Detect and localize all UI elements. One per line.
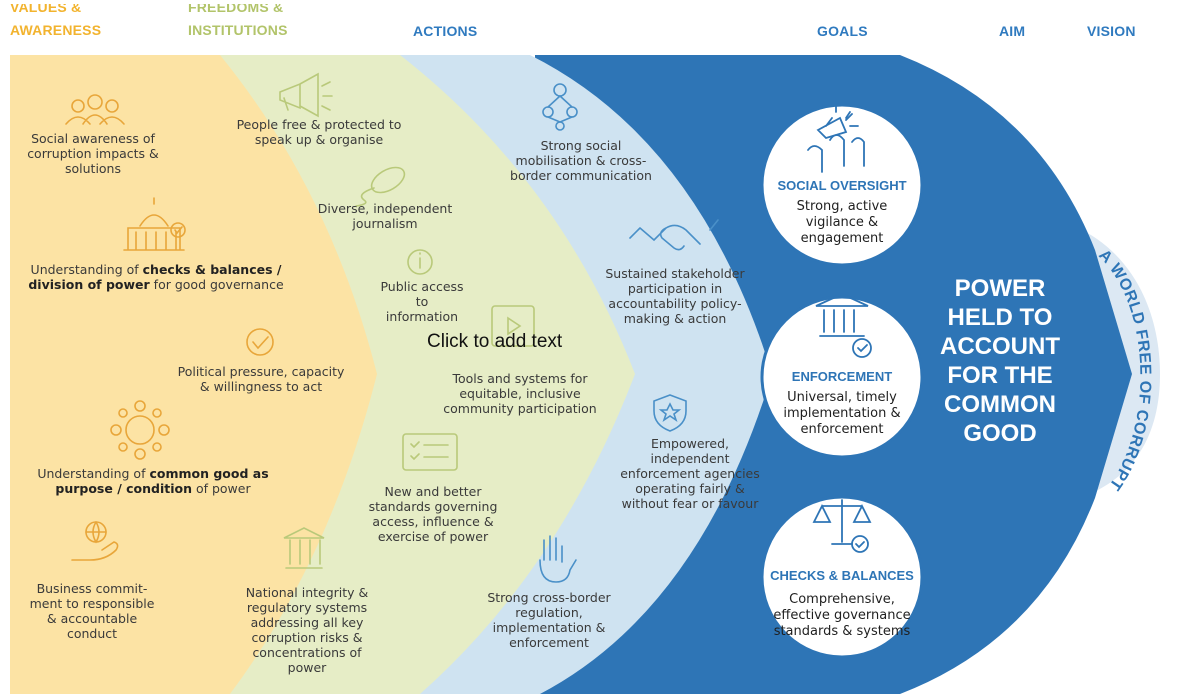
header-values-line2: AWARENESS [10, 22, 102, 38]
values-item-checks-post: for good governance [149, 277, 284, 292]
values-item-social-awareness: Social awareness of corruption impacts &… [27, 131, 159, 176]
courthouse-check-icon [815, 293, 872, 358]
values-item-checks-balances: Understanding of checks & balances / div… [22, 262, 290, 292]
header-goals: GOALS [817, 23, 868, 39]
values-band [10, 55, 377, 694]
document-list-icon [402, 433, 458, 471]
goal-text-social-oversight: Strong, active vigilance & engagement [796, 199, 888, 246]
freedoms-item-speak-up: People free & protected to speak up & or… [236, 117, 402, 147]
capitol-building-icon [123, 197, 186, 251]
goal-title-checks-balances: CHECKS & BALANCES [770, 568, 914, 583]
header-aim: AIM [999, 23, 1026, 39]
protest-fists-icon [807, 105, 865, 173]
values-item-common-post: of power [191, 481, 251, 496]
temple-icon [283, 527, 325, 569]
info-icon [407, 249, 433, 275]
freedoms-item-public-access: Public access to information [380, 279, 464, 324]
freedoms-item-national-integrity: National integrity & regulatory systems … [245, 585, 369, 675]
freedoms-item-journalism: Diverse, independent journalism [317, 201, 453, 231]
goal-circle-enforcement [760, 295, 924, 459]
actions-item-cross-border: Strong cross-border regulation, implemen… [487, 590, 611, 650]
aim-text: POWER HELD TO ACCOUNT FOR THE COMMON GOO… [940, 275, 1060, 447]
actions-item-mobilisation: Strong social mobilisation & cross-borde… [510, 138, 652, 183]
header-actions: ACTIONS [413, 23, 478, 39]
microphone-icon [355, 166, 406, 207]
actions-item-stakeholder: Sustained stakeholder participation in a… [605, 266, 745, 326]
goal-text-enforcement: Universal, timely implementation & enfor… [783, 390, 901, 437]
shield-star-icon [653, 394, 687, 432]
goal-circle-checks-balances [760, 495, 924, 659]
values-item-political-pressure: Political pressure, capacity & willingne… [177, 364, 345, 394]
add-text-placeholder[interactable]: Click to add text [427, 331, 563, 352]
goal-title-enforcement: ENFORCEMENT [791, 369, 893, 384]
freedoms-item-tools-systems: Tools and systems for equitable, inclusi… [443, 371, 597, 416]
values-item-common-bold: common good as purpose / condition [55, 466, 269, 496]
values-item-common-good: Understanding of common good as purpose … [36, 466, 270, 496]
hand-globe-icon [71, 521, 119, 561]
scales-check-icon [812, 499, 872, 553]
actions-item-enforcement-agencies: Empowered, independent enforcement agenc… [620, 436, 760, 511]
header-vision: VISION [1087, 23, 1136, 39]
play-screen-icon [491, 305, 535, 347]
values-item-common-pre: Understanding of [37, 466, 150, 481]
header-values-awareness: VALUES & AWARENESS [10, 4, 101, 38]
values-item-checks-pre: Understanding of [30, 262, 143, 277]
network-people-icon [542, 83, 578, 131]
freedoms-item-standards: New and better standards governing acces… [368, 484, 498, 544]
goal-title-social-oversight: SOCIAL OVERSIGHT [777, 178, 907, 193]
values-item-business: Business commit-ment to responsible & ac… [29, 581, 155, 641]
raised-hand-icon [539, 535, 577, 583]
people-group-icon [65, 94, 125, 125]
header-values-line1: VALUES & [10, 4, 82, 14]
goal-text-checks-balances: Comprehensive, effective governance stan… [773, 592, 911, 639]
values-item-checks-bold: checks & balances / division of power [28, 262, 282, 292]
goal-circle-social-oversight [760, 103, 924, 267]
checkmark-circle-icon [246, 328, 274, 356]
header-freedoms-line1: FREEDOMS & [188, 4, 284, 14]
header-freedoms-institutions: FREEDOMS & INSTITUTIONS [188, 4, 288, 38]
header-freedoms-line2: INSTITUTIONS [188, 22, 288, 38]
handshake-icon [629, 219, 719, 251]
round-table-icon [110, 400, 170, 460]
megaphone-icon [279, 72, 333, 118]
